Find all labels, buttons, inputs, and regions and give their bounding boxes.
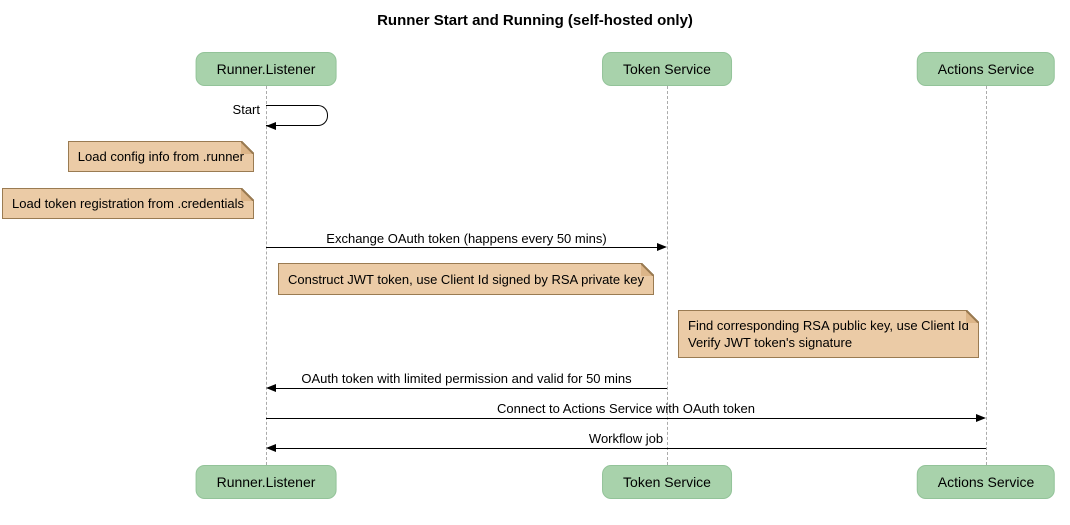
lifeline-runner-listener: [266, 86, 267, 465]
message-oauth-return-label: OAuth token with limited permission and …: [301, 371, 632, 386]
message-exchange-line: [266, 247, 657, 248]
lifeline-actions-service: [986, 86, 987, 465]
participant-token-service-top: Token Service: [602, 52, 732, 86]
message-workflow-line: [276, 448, 986, 449]
note-load-credentials: Load token registration from .credential…: [2, 188, 254, 219]
message-exchange-label: Exchange OAuth token (happens every 50 m…: [326, 231, 607, 246]
participant-runner-listener-bottom: Runner.Listener: [195, 465, 337, 499]
note-text: Load config info from .runner: [77, 149, 244, 164]
message-oauth-return-line: [276, 388, 667, 389]
note-text: Construct JWT token, use Client Id signe…: [288, 271, 644, 287]
note-text: Find corresponding RSA public key, use C…: [688, 317, 969, 351]
note-fold: [241, 141, 254, 154]
message-start-loop: [266, 105, 328, 126]
message-start-label: Start: [232, 102, 260, 117]
participant-label: Runner.Listener: [216, 474, 316, 490]
message-oauth-return-arrowhead: [266, 384, 276, 392]
message-connect-line: [266, 418, 976, 419]
note-verify-jwt: Find corresponding RSA public key, use C…: [678, 310, 979, 358]
message-connect-label: Connect to Actions Service with OAuth to…: [497, 401, 755, 416]
note-text-line2: Verify JWT token's signature: [688, 335, 853, 350]
lifeline-token-service: [667, 86, 668, 465]
note-construct-jwt: Construct JWT token, use Client Id signe…: [278, 263, 654, 295]
participant-label: Actions Service: [937, 474, 1035, 490]
note-fold: [965, 310, 979, 323]
participant-token-service-bottom: Token Service: [602, 465, 732, 499]
message-exchange-arrowhead: [657, 243, 667, 251]
participant-label: Runner.Listener: [216, 61, 316, 77]
participant-runner-listener-top: Runner.Listener: [195, 52, 337, 86]
note-text: Load token registration from .credential…: [12, 196, 244, 211]
message-start-arrowhead: [266, 122, 276, 130]
participant-label: Actions Service: [937, 61, 1035, 77]
participant-actions-service-bottom: Actions Service: [916, 465, 1056, 499]
message-workflow-arrowhead: [266, 444, 276, 452]
diagram-title: Runner Start and Running (self-hosted on…: [377, 12, 693, 29]
note-fold: [241, 188, 254, 201]
participant-label: Token Service: [623, 474, 711, 490]
message-connect-arrowhead: [976, 414, 986, 422]
note-fold: [640, 263, 654, 276]
participant-label: Token Service: [623, 61, 711, 77]
message-workflow-label: Workflow job: [588, 431, 664, 446]
note-text-line1: Find corresponding RSA public key, use C…: [688, 318, 969, 333]
note-load-config: Load config info from .runner: [67, 141, 254, 172]
participant-actions-service-top: Actions Service: [916, 52, 1056, 86]
